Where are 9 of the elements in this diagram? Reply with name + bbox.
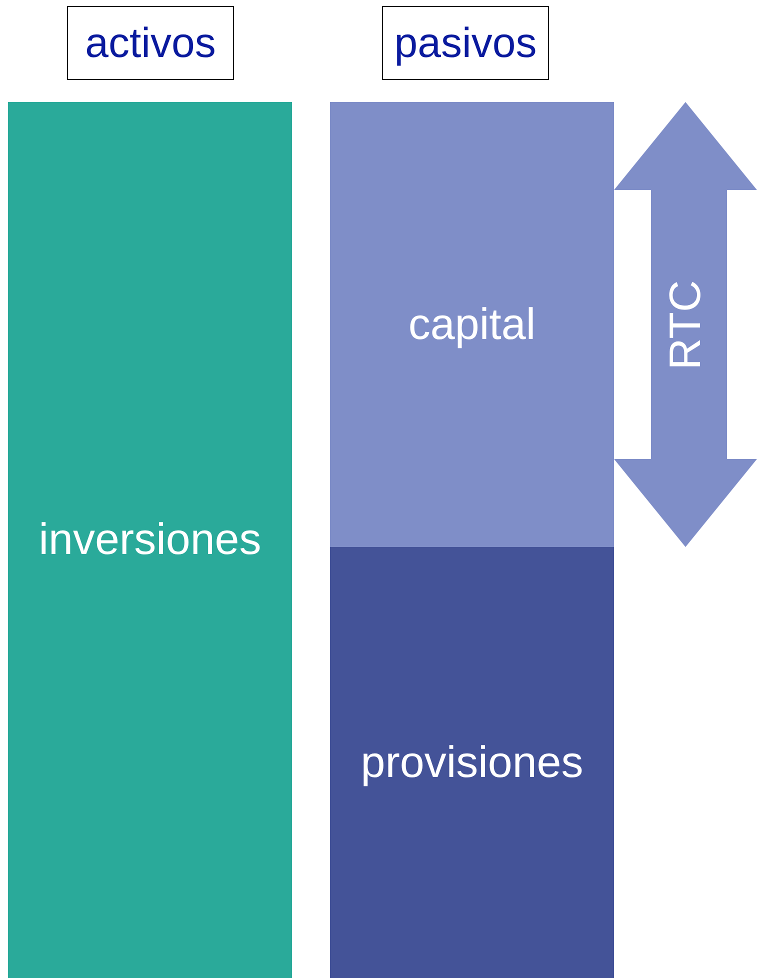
bar-label: capital xyxy=(408,300,536,350)
asset-bar xyxy=(8,102,292,978)
liability-bar xyxy=(330,102,614,547)
column-heading: activos xyxy=(67,6,234,80)
liability-bar xyxy=(330,547,614,978)
bar-label: inversiones xyxy=(38,515,262,565)
column-heading: pasivos xyxy=(382,6,549,80)
bar-label: provisiones xyxy=(360,738,584,788)
arrow-label: RTC xyxy=(660,280,710,370)
